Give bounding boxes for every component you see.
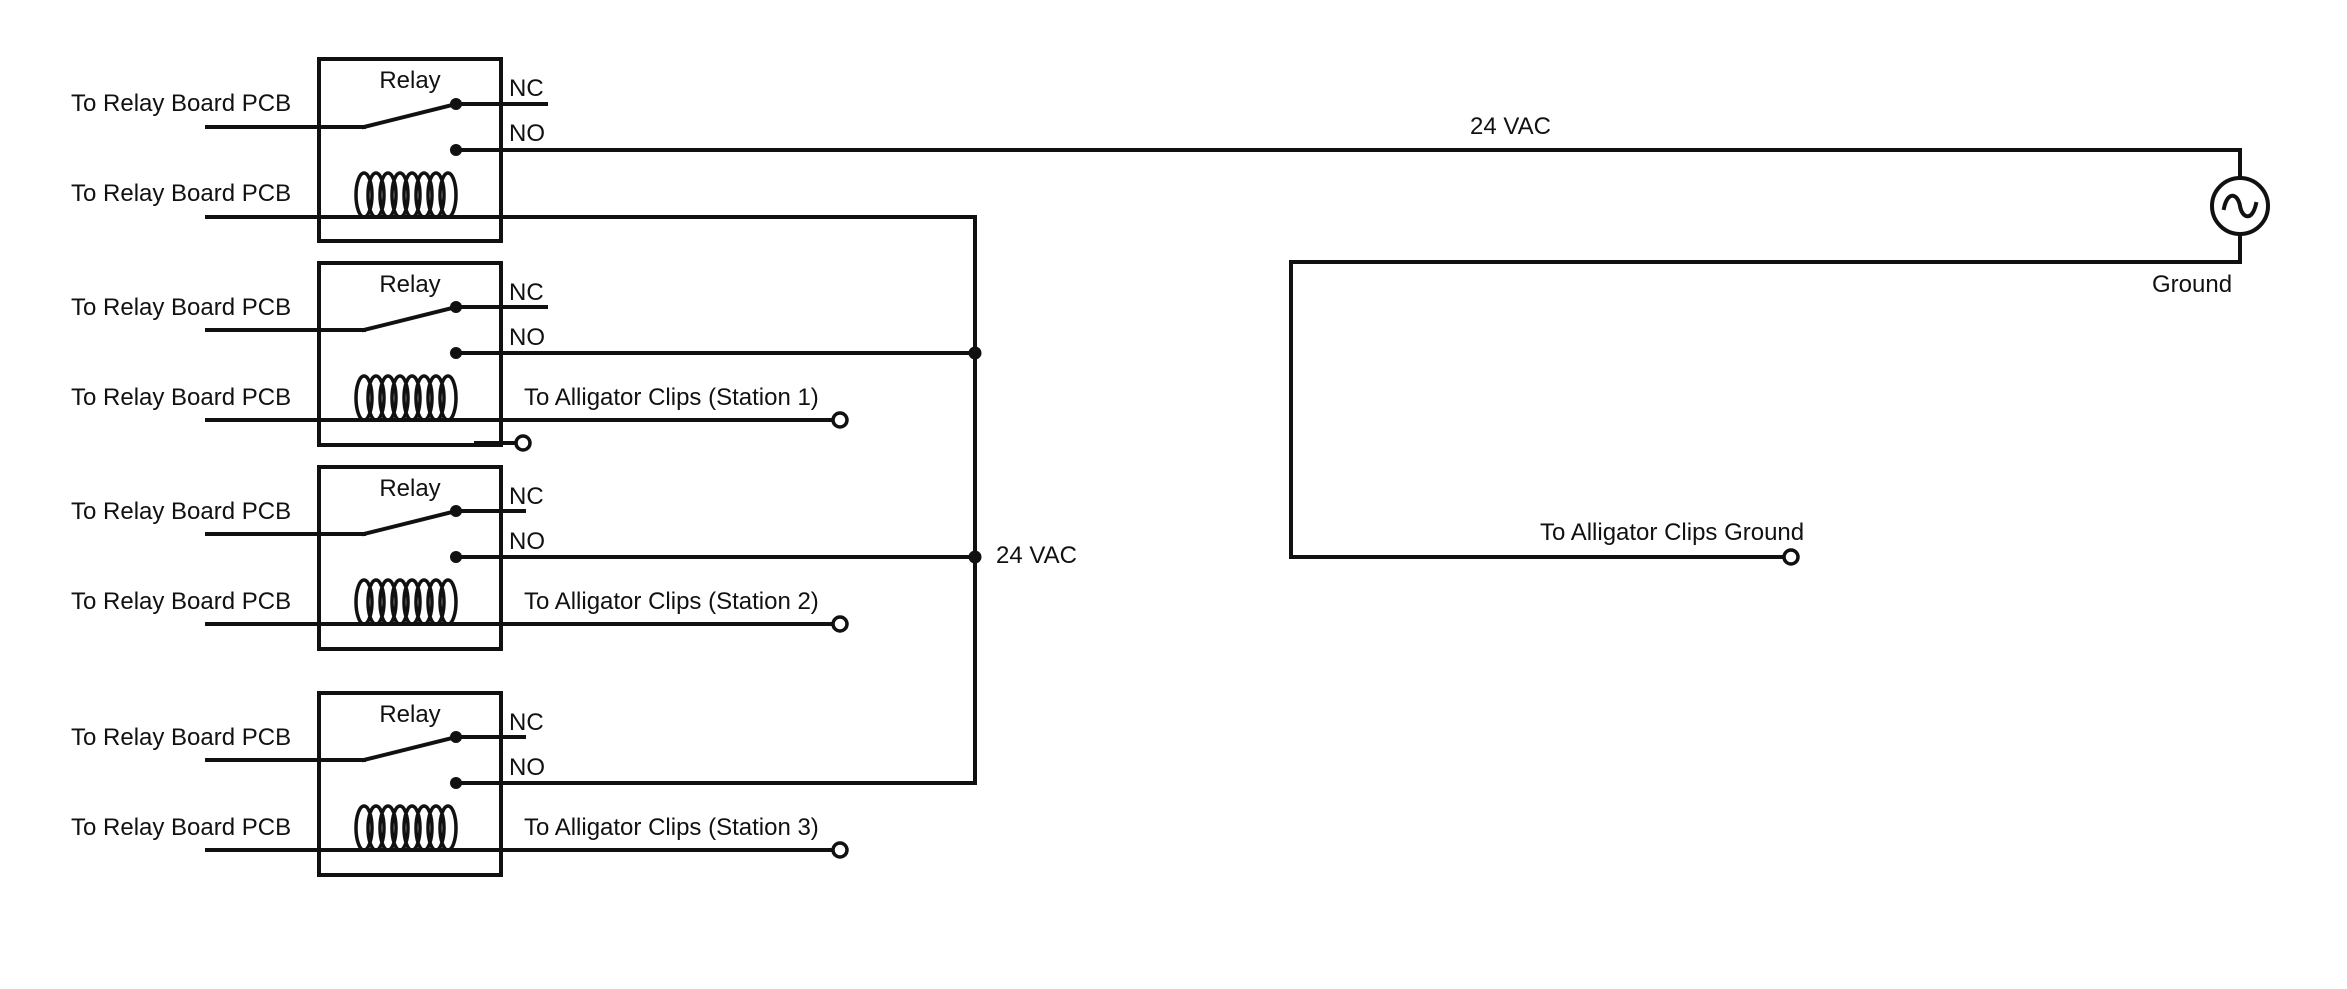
relay-2-no-label: NO [509, 324, 545, 351]
relay-1: Relay To Relay Board PCB To Relay Board … [71, 57, 548, 243]
relay-1-coil [354, 171, 458, 219]
relay-4-switch-arm [361, 734, 459, 763]
relay-4: Relay To Relay Board PCB To Relay Board … [71, 691, 819, 877]
relay-1-switch-label: To Relay Board PCB [71, 90, 291, 117]
relay-2-nc-label: NC [509, 279, 544, 306]
relay-1-nc-contact [450, 98, 462, 110]
bus-junction-2 [968, 550, 982, 564]
relay-4-coil-label: To Relay Board PCB [71, 814, 291, 841]
station-3-clip-terminal [831, 841, 849, 859]
relay-2-common-terminal [514, 434, 532, 452]
relay-3-no-label: NO [509, 528, 545, 555]
ground-clip-terminal [1782, 548, 1800, 566]
relay-2-output-label: To Alligator Clips (Station 1) [524, 384, 819, 411]
relay-4-no-label: NO [509, 754, 545, 781]
ground-label: Ground [2152, 271, 2232, 298]
relay-1-nc-label: NC [509, 75, 544, 102]
relay-3-coil-label: To Relay Board PCB [71, 588, 291, 615]
relay-3-switch-label: To Relay Board PCB [71, 498, 291, 525]
relay-1-coil-label: To Relay Board PCB [71, 180, 291, 207]
relay-4-title: Relay [379, 701, 440, 728]
station-2-clip-terminal [831, 615, 849, 633]
relay-3-title: Relay [379, 475, 440, 502]
relay-3-coil [354, 578, 458, 626]
relay-4-switch-label: To Relay Board PCB [71, 724, 291, 751]
terminals [514, 411, 1800, 859]
relay-3-output-label: To Alligator Clips (Station 2) [524, 588, 819, 615]
relay-4-output-label: To Alligator Clips (Station 3) [524, 814, 819, 841]
relay-2-switch-label: To Relay Board PCB [71, 294, 291, 321]
relay-4-nc-label: NC [509, 709, 544, 736]
wiring: 24 VAC 24 VAC Ground To Alligator Clips … [205, 113, 2242, 852]
relay-2: Relay To Relay Board PCB To Relay Board … [71, 261, 819, 447]
relay-2-title: Relay [379, 271, 440, 298]
sine-wave-icon [2221, 193, 2259, 219]
bus-junction-1 [968, 346, 982, 360]
relay-1-switch-arm [361, 101, 459, 130]
ground-clip-label: To Alligator Clips Ground [1540, 519, 1804, 546]
relay-3: Relay To Relay Board PCB To Relay Board … [71, 465, 819, 651]
station-1-clip-terminal [831, 411, 849, 429]
relay-3-switch-arm [361, 508, 459, 537]
relay-1-no-label: NO [509, 120, 545, 147]
relay-4-coil [354, 804, 458, 852]
relay-2-nc-contact [450, 301, 462, 313]
supply-voltage-label: 24 VAC [1470, 113, 1551, 140]
relay-2-coil-label: To Relay Board PCB [71, 384, 291, 411]
relay-3-nc-label: NC [509, 483, 544, 510]
bus-voltage-label: 24 VAC [996, 542, 1077, 569]
relay-3-nc-contact [450, 505, 462, 517]
ac-source [2210, 176, 2270, 236]
relay-2-coil [354, 374, 458, 422]
relay-4-nc-contact [450, 731, 462, 743]
relay-1-title: Relay [379, 67, 440, 94]
relay-2-switch-arm [361, 304, 459, 333]
